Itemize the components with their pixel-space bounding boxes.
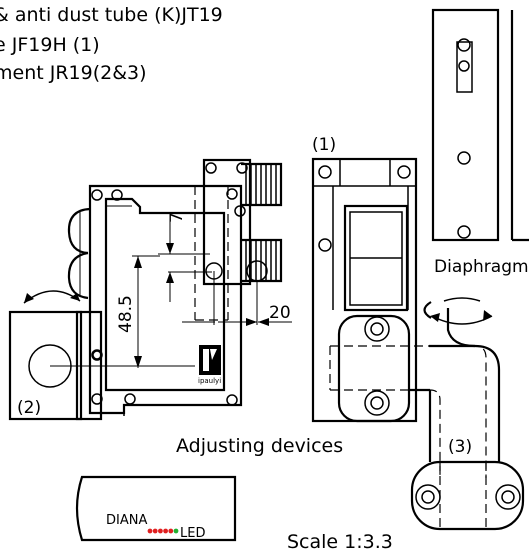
dimension-7 <box>158 214 215 323</box>
brand-logo-text: ipaulyi <box>198 377 221 385</box>
header-line-1: & anti dust tube (K)JT19 <box>0 4 223 26</box>
scale-label: Scale 1:3.3 <box>287 531 393 551</box>
hidden-lines <box>194 186 229 321</box>
header-line-3: ment JR19(2&3) <box>0 62 147 84</box>
led-indicators <box>147 528 179 534</box>
led-label: LED <box>180 526 205 541</box>
led-dot <box>168 528 174 534</box>
led-dot <box>158 528 163 534</box>
diana-label: DIANA <box>106 513 147 528</box>
adjusting-devices-label: Adjusting devices <box>176 435 343 457</box>
header-line-2: e JF19H (1) <box>0 34 100 56</box>
part-1-housing <box>311 157 418 423</box>
part-3-clamp <box>410 460 525 531</box>
diaphragm-label: Diaphragm <box>434 257 529 277</box>
led-dot <box>173 528 179 534</box>
main-housing <box>67 184 243 416</box>
part-3-tube <box>329 297 501 478</box>
dimension-20 <box>213 271 292 326</box>
dimension-48-5-label: 48.5 <box>116 295 136 333</box>
part-2-label: (2) <box>17 398 41 418</box>
part-2-block <box>8 290 195 421</box>
part-3-label: (3) <box>448 437 472 457</box>
dimension-7-label: 7 <box>167 212 187 223</box>
diana-led-box: DIANA LED <box>75 475 237 542</box>
brand-logo: ipaulyi <box>198 345 221 385</box>
led-dot <box>152 528 158 534</box>
dimension-20-label: 20 <box>269 303 291 323</box>
dimension-48-5 <box>132 255 160 368</box>
part-1-label: (1) <box>312 135 336 155</box>
diaphragm-plates <box>431 8 529 242</box>
led-dot <box>163 528 169 534</box>
led-dot <box>147 528 153 534</box>
spring-assembly <box>202 158 283 286</box>
